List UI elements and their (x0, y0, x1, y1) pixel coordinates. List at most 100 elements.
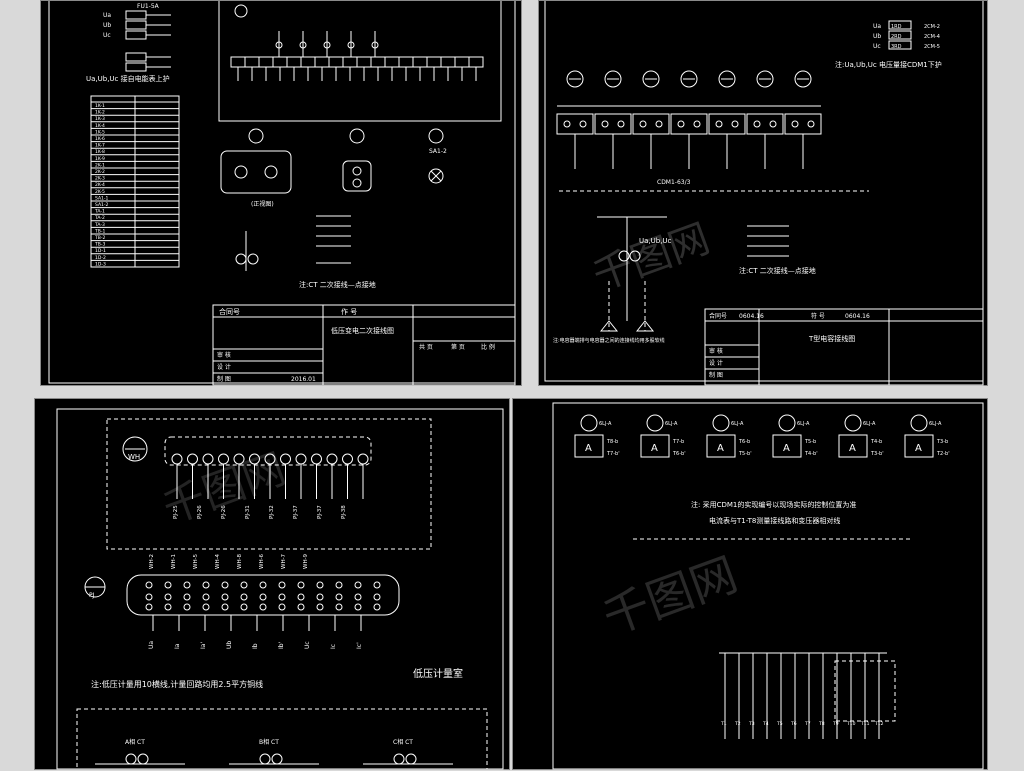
feeder-label: T9 (832, 721, 839, 727)
ammeter-body (904, 434, 934, 458)
ammeter-terminal: T8-b (606, 439, 618, 445)
strip-cell (230, 56, 246, 68)
cm2: 2CM-4 (924, 34, 940, 40)
ammeter-row: 6LJ-AAT8-bT7-b'6LJ-AAT7-bT6-b'6LJ-AAT6-b… (574, 414, 950, 458)
row-review: 审 核 (217, 351, 231, 359)
meter-terminal (171, 453, 183, 465)
feeder-label: T7 (804, 721, 811, 727)
ammeter-small (844, 414, 862, 432)
sheet-no: 第 页 (451, 343, 465, 351)
feeder-label: T3 (748, 721, 755, 727)
ammeter-terminal: T5-b (804, 439, 816, 445)
pj-terminal-label: PJ-37 (293, 505, 299, 519)
ammeter-terminal: T2-b' (936, 451, 950, 457)
wiring-block-frame (218, 1, 502, 122)
strip-cell (412, 56, 428, 68)
ammeter-terminal: T6-b (738, 439, 750, 445)
strip-cell (398, 56, 414, 68)
capacitor-meter (566, 70, 584, 88)
ammeter-symbol: A (585, 443, 592, 454)
meter-terminal (311, 453, 322, 465)
ammeter-terminal: T3-b (936, 439, 948, 445)
feeder-label: T11 (860, 721, 870, 727)
author-label: 作 号 (341, 307, 357, 316)
meter-terminal (342, 453, 353, 465)
feeder-label: Ua,Ub,Uc (639, 237, 672, 245)
connector-bottom-label: Ib (252, 643, 259, 649)
pj-label: PJ (89, 592, 95, 599)
seq-value: 0604.16 (845, 313, 870, 320)
connector-body (126, 574, 400, 616)
ammeter-tag: 6LJ-A (665, 421, 678, 427)
capacitor-meter (642, 70, 660, 88)
strip-cell (342, 56, 358, 68)
ammeter-terminal: T5-b' (738, 451, 752, 457)
drawing-date: 2016.01 (291, 376, 316, 383)
cm3: 2CM-5 (924, 44, 940, 50)
drawing-title: 低压变电二次接线图 (331, 326, 394, 335)
capacitor-unit (708, 113, 746, 135)
strip-cell (370, 56, 386, 68)
capacitor-unit (632, 113, 670, 135)
ammeter-terminal: T6-b' (672, 451, 686, 457)
term-ub: Ub (873, 33, 881, 40)
ct-label: A相 CT (125, 738, 145, 746)
table-cell: TB-3 (94, 242, 105, 248)
pj-terminal-label: PJ-26 (197, 505, 203, 519)
feeder-label: T8 (818, 721, 825, 727)
relay-diagram: (正视图) SA1-2 (220, 128, 447, 208)
seq-label: 符 号 (811, 312, 825, 320)
cm1: 2CM-2 (924, 24, 940, 30)
cdm-note: 注:Ua,Ub,Uc 电压量接CDM1下护 (835, 60, 942, 69)
connector-pin (278, 581, 286, 589)
capacitor-meter (794, 70, 812, 88)
table-cell: 2K-3 (95, 176, 105, 182)
term-uc: Uc (873, 43, 881, 50)
fuse-label: FU1-5A (137, 3, 160, 10)
strip-cell (272, 56, 288, 68)
connector-bottom-label: Ia (174, 643, 181, 649)
feeder-label: T6 (790, 721, 797, 727)
ammeter-body (838, 434, 868, 458)
term-ub: Ub (103, 22, 111, 29)
meter-terminal (295, 453, 307, 465)
connector-bottom-label: Ub (226, 641, 233, 649)
wh-label: WH (128, 453, 140, 461)
sheet-1-canvas: FU1-5A Ua Ub Uc Ua,Ub,Uc 接自电能表上护 1K-11K-… (48, 1, 516, 386)
ct-caption: (正视图) (251, 200, 274, 208)
connector-pin (354, 581, 362, 589)
feeder-label: T2 (734, 721, 741, 727)
strip-cell (440, 56, 456, 68)
ammeter-terminal: T7-b (672, 439, 684, 445)
terminal-strip (230, 4, 484, 81)
table-cell: 2K-1 (95, 162, 105, 168)
connector-pin (335, 581, 343, 589)
connector-bottom-label: Ia' (200, 642, 207, 649)
feeder-label: T5 (776, 721, 783, 727)
capacitor-meter (680, 70, 698, 88)
ammeter-small (646, 414, 664, 432)
strip-cell (244, 56, 260, 68)
row-design: 设 计 (709, 359, 723, 367)
feeder-label: T12 (874, 721, 884, 727)
note-line-1: 注: 采用CDM1的实现编号以现场实际的控制位置为准 (691, 500, 856, 509)
row-review: 审 核 (709, 347, 723, 355)
ammeter-tag: 6LJ-A (599, 421, 612, 427)
connector-top-label: WH-1 (171, 554, 177, 569)
row-design: 设 计 (217, 363, 231, 371)
ammeter-small (778, 414, 796, 432)
rd2: 2RD (891, 34, 902, 40)
strip-cell (258, 56, 274, 68)
title-block: 合同号 0604.16 符 号 0604.16 T型电容接线图 审 核 设 计 … (704, 308, 984, 386)
cdm-terminal-group: Ua Ub Uc 1RD 2RD 3RD 2CM-2 2CM-4 2CM-5 (873, 20, 940, 50)
table-cell: 1D-3 (95, 261, 106, 267)
term-ua: Ua (873, 23, 881, 30)
ammeter-symbol: A (783, 443, 790, 454)
connector-bottom-label: Ua (148, 641, 155, 649)
sheet-2-canvas: Ua Ub Uc 1RD 2RD 3RD 2CM-2 2CM-4 2CM-5 注… (544, 1, 984, 386)
title-block: 合同号 作 号 低压变电二次接线图 共 页 第 页 比 例 审 核 设 计 制 … (212, 304, 516, 386)
capacitor-meter (756, 70, 774, 88)
table-cell: 1K-6 (95, 136, 105, 142)
